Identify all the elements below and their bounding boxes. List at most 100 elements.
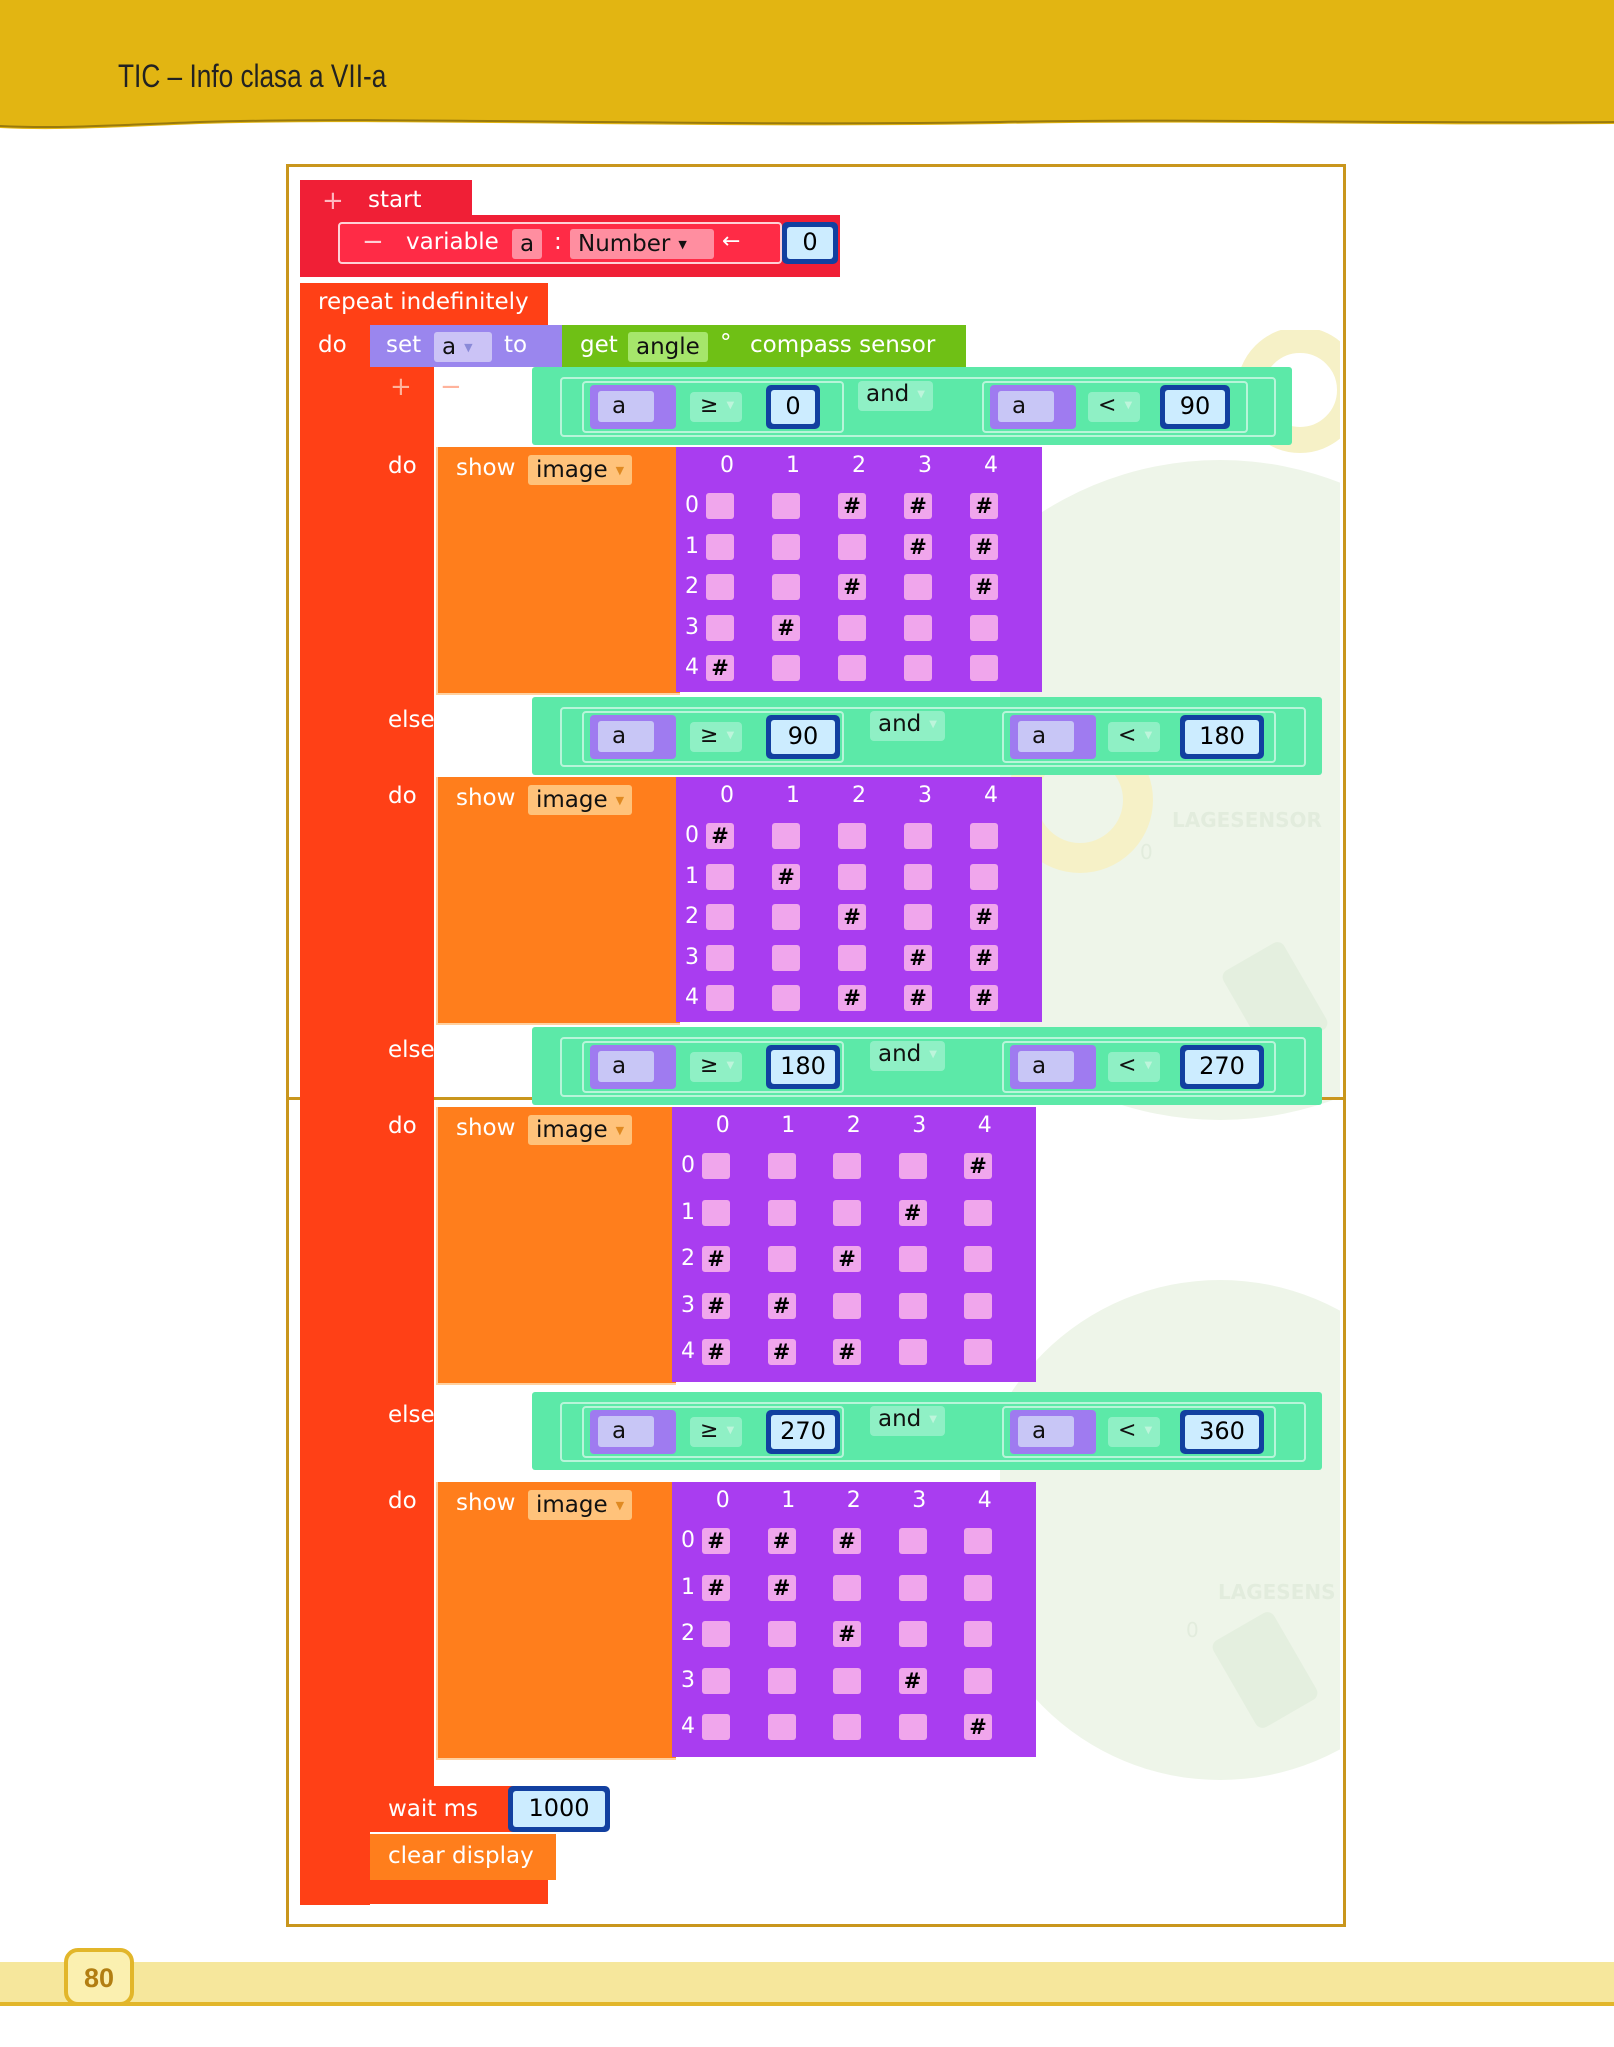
led-cell[interactable] — [702, 1621, 730, 1647]
led-cell[interactable] — [898, 1339, 927, 1365]
led-cell[interactable] — [833, 1199, 861, 1226]
number-input[interactable]: 270 — [1180, 1045, 1264, 1089]
led-cell[interactable]: # — [702, 1339, 730, 1365]
led-cell[interactable]: # — [898, 1199, 927, 1226]
image-dropdown[interactable]: image▼ — [528, 785, 633, 815]
led-cell[interactable]: # — [970, 574, 998, 600]
set-variable-dropdown[interactable]: a▼ — [434, 332, 492, 362]
led-cell[interactable] — [706, 904, 734, 930]
led-cell[interactable]: # — [833, 1246, 861, 1272]
led-cell[interactable] — [702, 1667, 730, 1694]
show-image-block[interactable] — [436, 1107, 676, 1385]
led-cell[interactable] — [904, 863, 932, 890]
led-cell[interactable]: # — [904, 944, 932, 971]
led-cell[interactable] — [898, 1528, 927, 1554]
operator-dropdown[interactable]: ≥▼ — [690, 722, 742, 752]
operator-dropdown[interactable]: <▼ — [1088, 392, 1140, 422]
led-cell[interactable] — [964, 1621, 992, 1647]
led-cell[interactable]: # — [964, 1714, 992, 1740]
led-cell[interactable] — [702, 1153, 730, 1179]
led-cell[interactable]: # — [833, 1528, 861, 1554]
led-cell[interactable] — [767, 1621, 796, 1647]
led-cell[interactable] — [706, 985, 734, 1011]
variable-a-block[interactable]: a — [990, 385, 1076, 429]
led-cell[interactable] — [702, 1199, 730, 1226]
show-image-block[interactable] — [436, 1482, 676, 1760]
led-cell[interactable]: # — [904, 985, 932, 1011]
and-dropdown[interactable]: and▼ — [870, 1406, 945, 1436]
led-cell[interactable] — [833, 1292, 861, 1319]
led-cell[interactable]: # — [706, 823, 734, 849]
led-cell[interactable]: # — [767, 1574, 796, 1601]
number-input[interactable]: 360 — [1180, 1410, 1264, 1454]
wait-value-input[interactable]: 1000 — [508, 1786, 610, 1832]
led-cell[interactable]: # — [706, 655, 734, 681]
led-cell[interactable] — [706, 863, 734, 890]
led-cell[interactable] — [772, 904, 800, 930]
led-cell[interactable] — [767, 1153, 796, 1179]
led-cell[interactable] — [964, 1667, 992, 1694]
operator-dropdown[interactable]: <▼ — [1108, 722, 1160, 752]
led-cell[interactable]: # — [904, 533, 932, 560]
image-dropdown[interactable]: image▼ — [528, 1490, 633, 1520]
led-cell[interactable] — [964, 1292, 992, 1319]
led-cell[interactable] — [904, 655, 932, 681]
led-cell[interactable] — [833, 1574, 861, 1601]
led-cell[interactable] — [772, 533, 800, 560]
wait-block[interactable] — [370, 1786, 534, 1832]
image-dropdown[interactable]: image▼ — [528, 1115, 633, 1145]
clear-display-block[interactable] — [370, 1834, 556, 1880]
variable-minus-icon[interactable]: − — [362, 227, 384, 257]
led-cell[interactable] — [898, 1621, 927, 1647]
led-cell[interactable] — [767, 1199, 796, 1226]
and-dropdown[interactable]: and▼ — [858, 381, 933, 411]
if-minus-icon[interactable]: − — [440, 372, 462, 402]
number-input[interactable]: 270 — [766, 1410, 840, 1454]
variable-a-block[interactable]: a — [590, 1045, 676, 1089]
led-cell[interactable]: # — [838, 493, 866, 519]
operator-dropdown[interactable]: ≥▼ — [690, 392, 742, 422]
led-cell[interactable]: # — [838, 985, 866, 1011]
show-image-block[interactable] — [436, 777, 680, 1025]
led-cell[interactable] — [898, 1714, 927, 1740]
number-input[interactable]: 90 — [766, 715, 840, 759]
led-cell[interactable]: # — [833, 1621, 861, 1647]
and-dropdown[interactable]: and▼ — [870, 1041, 945, 1071]
led-cell[interactable] — [838, 655, 866, 681]
led-cell[interactable] — [772, 985, 800, 1011]
number-input[interactable]: 0 — [766, 385, 820, 429]
led-cell[interactable] — [838, 823, 866, 849]
led-cell[interactable] — [898, 1292, 927, 1319]
variable-a-block[interactable]: a — [590, 715, 676, 759]
led-cell[interactable]: # — [767, 1339, 796, 1365]
led-cell[interactable] — [706, 614, 734, 641]
led-cell[interactable] — [898, 1153, 927, 1179]
led-cell[interactable] — [767, 1714, 796, 1740]
led-cell[interactable] — [767, 1667, 796, 1694]
led-cell[interactable] — [833, 1714, 861, 1740]
led-cell[interactable]: # — [772, 863, 800, 890]
show-image-block[interactable] — [436, 447, 680, 695]
led-cell[interactable] — [964, 1574, 992, 1601]
led-cell[interactable] — [772, 823, 800, 849]
start-plus-icon[interactable]: + — [322, 186, 344, 216]
led-cell[interactable] — [838, 614, 866, 641]
led-cell[interactable]: # — [767, 1528, 796, 1554]
led-cell[interactable] — [772, 574, 800, 600]
led-cell[interactable]: # — [772, 614, 800, 641]
led-cell[interactable]: # — [970, 944, 998, 971]
led-cell[interactable] — [964, 1246, 992, 1272]
repeat-loop-block[interactable] — [300, 283, 548, 325]
led-cell[interactable] — [898, 1246, 927, 1272]
led-cell[interactable] — [706, 944, 734, 971]
number-input[interactable]: 90 — [1160, 385, 1230, 429]
led-cell[interactable] — [838, 944, 866, 971]
number-input[interactable]: 180 — [1180, 715, 1264, 759]
led-cell[interactable] — [904, 614, 932, 641]
variable-a-block[interactable]: a — [1010, 1410, 1096, 1454]
variable-type-dropdown[interactable]: Number▼ — [570, 229, 714, 259]
if-plus-icon[interactable]: + — [390, 372, 412, 402]
led-cell[interactable] — [898, 1574, 927, 1601]
led-cell[interactable] — [970, 655, 998, 681]
led-cell[interactable] — [706, 574, 734, 600]
